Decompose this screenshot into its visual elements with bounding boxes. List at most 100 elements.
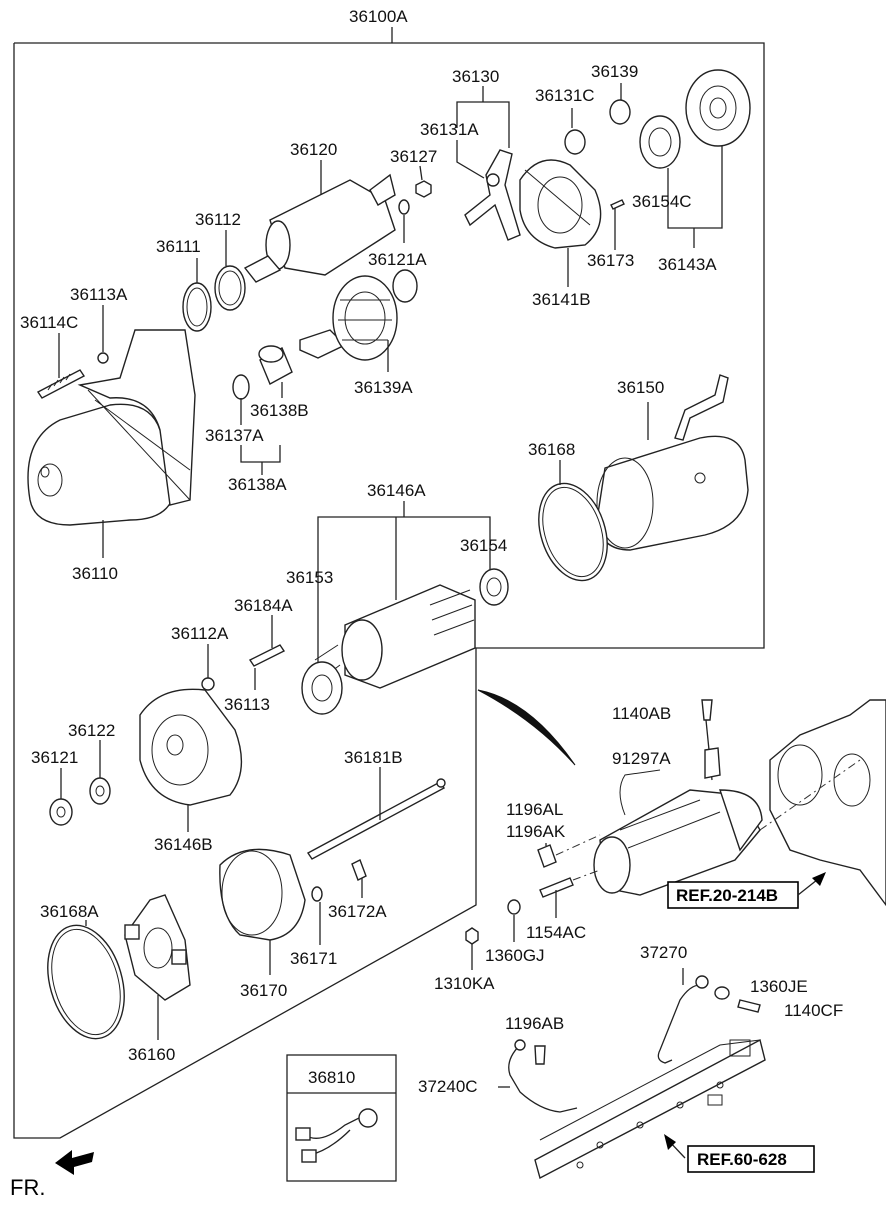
part-label-1360JE: 1360JE bbox=[750, 977, 808, 996]
part-label-36122: 36122 bbox=[68, 721, 115, 740]
direction-label: FR. bbox=[10, 1175, 45, 1200]
ref-box-engine bbox=[667, 881, 799, 909]
oring-36168A bbox=[47, 924, 125, 1040]
yoke-36150 bbox=[596, 374, 749, 551]
washer-36113A bbox=[97, 352, 109, 364]
screw-36172A bbox=[351, 859, 367, 881]
part-label-91297A: 91297A bbox=[612, 749, 671, 768]
part-label-1196AB: 1196AB bbox=[505, 1014, 564, 1033]
starter-housing-36110 bbox=[27, 329, 196, 526]
part-label-36143A: 36143A bbox=[658, 255, 717, 274]
assembly-boundary bbox=[13, 42, 765, 1139]
part-label-36137A: 36137A bbox=[205, 426, 264, 445]
brush-holder-36160 bbox=[124, 894, 191, 1001]
part-label-36141B: 36141B bbox=[532, 290, 591, 309]
part-label-36146B: 36146B bbox=[154, 835, 213, 854]
bearing-housing-36143A bbox=[685, 69, 751, 147]
part-label-36810: 36810 bbox=[308, 1068, 355, 1087]
part-label-36172A: 36172A bbox=[328, 902, 387, 921]
part-label-36153: 36153 bbox=[286, 568, 333, 587]
bearing-36153 bbox=[301, 661, 343, 715]
armature-36146A bbox=[314, 584, 476, 689]
ref-box-frame bbox=[687, 1145, 815, 1173]
part-label-1196AL: 1196AL bbox=[506, 800, 563, 819]
part-label-36171: 36171 bbox=[290, 949, 337, 968]
part-label-36168A: 36168A bbox=[40, 902, 99, 921]
part-label-36181B: 36181B bbox=[344, 748, 403, 767]
starter-assembly-mounted bbox=[593, 769, 763, 896]
cover-36170 bbox=[219, 848, 306, 941]
washer-1360JE bbox=[714, 986, 730, 1000]
oring-36112 bbox=[214, 265, 246, 311]
bolt-36114C bbox=[36, 369, 86, 399]
part-label-36111: 36111 bbox=[156, 237, 201, 256]
bushing-36131C bbox=[564, 129, 586, 155]
part-label-36113A: 36113A bbox=[70, 285, 128, 304]
part-label-36113: 36113 bbox=[224, 695, 270, 714]
washer-36121 bbox=[49, 798, 73, 826]
part-label-36168: 36168 bbox=[528, 440, 575, 459]
washer-36112A bbox=[201, 677, 215, 691]
part-label-36112: 36112 bbox=[195, 210, 241, 229]
ring-36137A bbox=[232, 374, 250, 400]
bolt-1140AB bbox=[701, 699, 713, 721]
part-label-36139: 36139 bbox=[591, 62, 638, 81]
part-label-36184A: 36184A bbox=[234, 596, 293, 615]
engine-block bbox=[769, 699, 886, 907]
ref-engine-label: REF.20-214B bbox=[676, 886, 778, 905]
bolt-1196AK bbox=[537, 844, 557, 868]
oring-36168 bbox=[538, 482, 608, 582]
shift-lever-36131A bbox=[464, 149, 521, 241]
part-label-36154: 36154 bbox=[460, 536, 507, 555]
pin-36173 bbox=[610, 199, 625, 210]
part-label-1154AC: 1154AC bbox=[526, 923, 586, 942]
washer-36171 bbox=[311, 886, 323, 902]
part-label-36173: 36173 bbox=[587, 251, 634, 270]
part-label-36150: 36150 bbox=[617, 378, 664, 397]
part-label-1360GJ: 1360GJ bbox=[485, 946, 545, 965]
part-label-37240C: 37240C bbox=[418, 1077, 478, 1096]
ref-frame-label: REF.60-628 bbox=[697, 1150, 787, 1169]
part-label-36160: 36160 bbox=[128, 1045, 175, 1064]
solenoid-36120 bbox=[243, 173, 396, 283]
ground-cable-37270 bbox=[657, 984, 701, 1064]
end-cover-36146B bbox=[139, 688, 243, 806]
part-label-36112A: 36112A bbox=[171, 624, 229, 643]
drive-housing-36141B bbox=[519, 159, 602, 249]
bracket-91297A bbox=[704, 747, 721, 779]
part-label-36146A: 36146A bbox=[367, 481, 426, 500]
part-label-1196AK: 1196AK bbox=[506, 822, 566, 841]
bolt-1196AB bbox=[534, 1045, 546, 1065]
battery-cable-37240C bbox=[508, 1044, 578, 1113]
part-label-36130: 36130 bbox=[452, 67, 499, 86]
part-label-36121A: 36121A bbox=[368, 250, 427, 269]
forward-arrow-icon bbox=[55, 1150, 94, 1175]
part-label-36127: 36127 bbox=[390, 147, 437, 166]
bearing-36154 bbox=[479, 568, 509, 606]
part-label-36131A: 36131A bbox=[420, 120, 479, 139]
through-bolt-36181B bbox=[306, 781, 446, 860]
nut-1310KA bbox=[465, 927, 479, 945]
part-label-36154C: 36154C bbox=[632, 192, 692, 211]
part-label-1310KA: 1310KA bbox=[434, 974, 495, 993]
part-label-1140AB: 1140AB bbox=[612, 704, 671, 723]
part-label-36139A: 36139A bbox=[354, 378, 413, 397]
part-label-1140CF: 1140CF bbox=[784, 1001, 843, 1020]
part-label-36138B: 36138B bbox=[250, 401, 309, 420]
bolt-1140CF bbox=[737, 999, 761, 1013]
sleeve-36138B bbox=[258, 345, 293, 385]
part-label-36121: 36121 bbox=[31, 748, 78, 767]
part-label-36114C: 36114C bbox=[20, 313, 78, 332]
washer-36122 bbox=[89, 777, 111, 805]
frame-rail bbox=[534, 1038, 766, 1180]
wiring-harness-36810 bbox=[295, 1108, 378, 1163]
direction-swoosh bbox=[477, 689, 576, 766]
stud-1154AC bbox=[539, 877, 574, 898]
bushing-36139 bbox=[609, 99, 631, 125]
washer-1360GJ bbox=[507, 899, 521, 915]
part-label-36170: 36170 bbox=[240, 981, 287, 1000]
screw-36184A bbox=[248, 644, 286, 667]
part-label-36110: 36110 bbox=[72, 564, 118, 583]
part-label-36131C: 36131C bbox=[535, 86, 595, 105]
part-label-36138A: 36138A bbox=[228, 475, 287, 494]
